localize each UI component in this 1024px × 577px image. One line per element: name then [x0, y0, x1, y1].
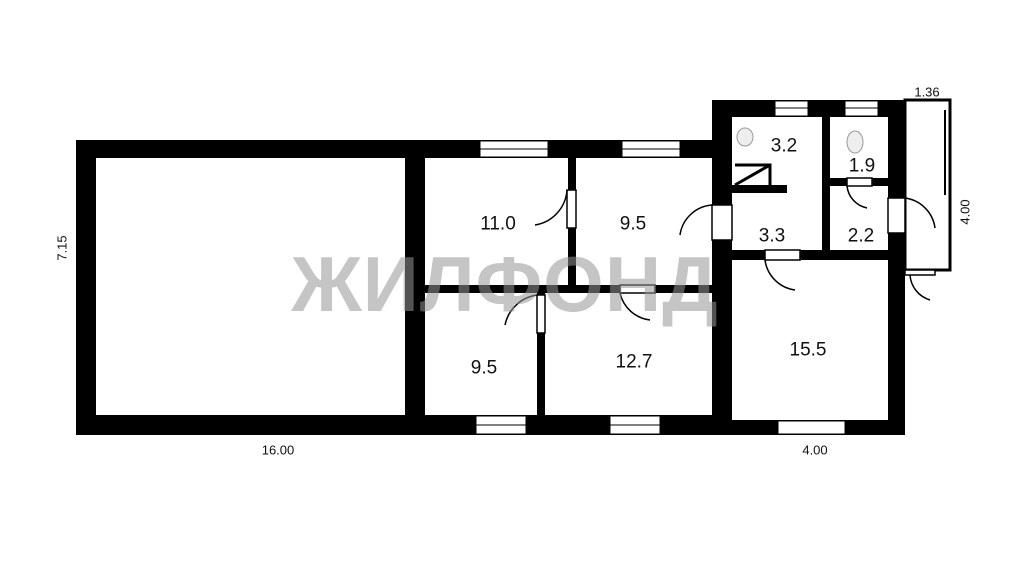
room-area: 9.5 — [470, 357, 498, 379]
room-area: 3.3 — [758, 225, 786, 247]
watermark: ЖИЛФОНД — [291, 240, 719, 328]
dimension-bottom-right: 4.00 — [802, 442, 828, 458]
room-area: 3.2 — [770, 135, 798, 157]
room-area: 9.5 — [619, 213, 647, 235]
dimension-right: 4.00 — [957, 199, 973, 225]
dimension-top-right: 1.36 — [914, 84, 940, 100]
fixtures — [736, 127, 864, 154]
room-area: 15.5 — [789, 339, 827, 361]
room-area: 1.9 — [848, 155, 876, 177]
stairs — [734, 163, 772, 187]
toilet-icon — [846, 130, 864, 154]
dimension-left: 7.15 — [54, 235, 70, 261]
doors[interactable] — [504, 177, 936, 334]
windows — [475, 100, 879, 435]
room-area: 12.7 — [615, 351, 653, 373]
sink-icon — [736, 127, 754, 147]
room-area: 11.0 — [480, 213, 516, 235]
veranda — [903, 98, 952, 272]
room-area: 2.2 — [847, 225, 875, 247]
dimension-bottom-left: 16.00 — [261, 442, 295, 458]
